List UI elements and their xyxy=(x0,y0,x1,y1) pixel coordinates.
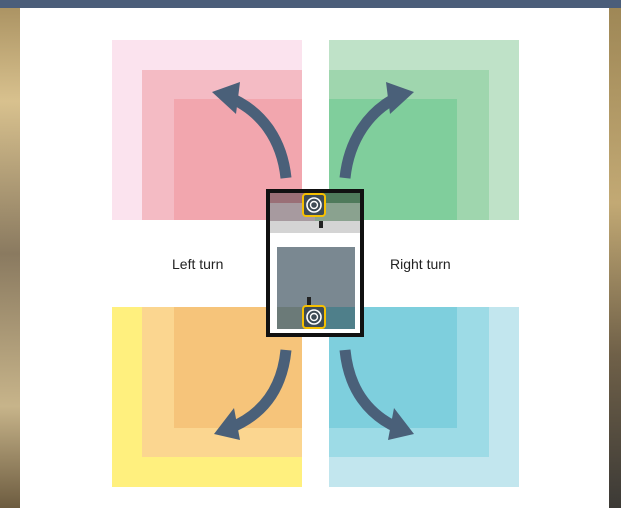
left-turn-label: Left turn xyxy=(172,256,223,272)
top-connector xyxy=(319,221,323,228)
proximity-sensor-icon xyxy=(303,194,325,216)
proximity-sensor-icon xyxy=(303,306,325,328)
bottom-connector xyxy=(307,297,311,305)
right-turn-label: Right turn xyxy=(390,256,451,272)
